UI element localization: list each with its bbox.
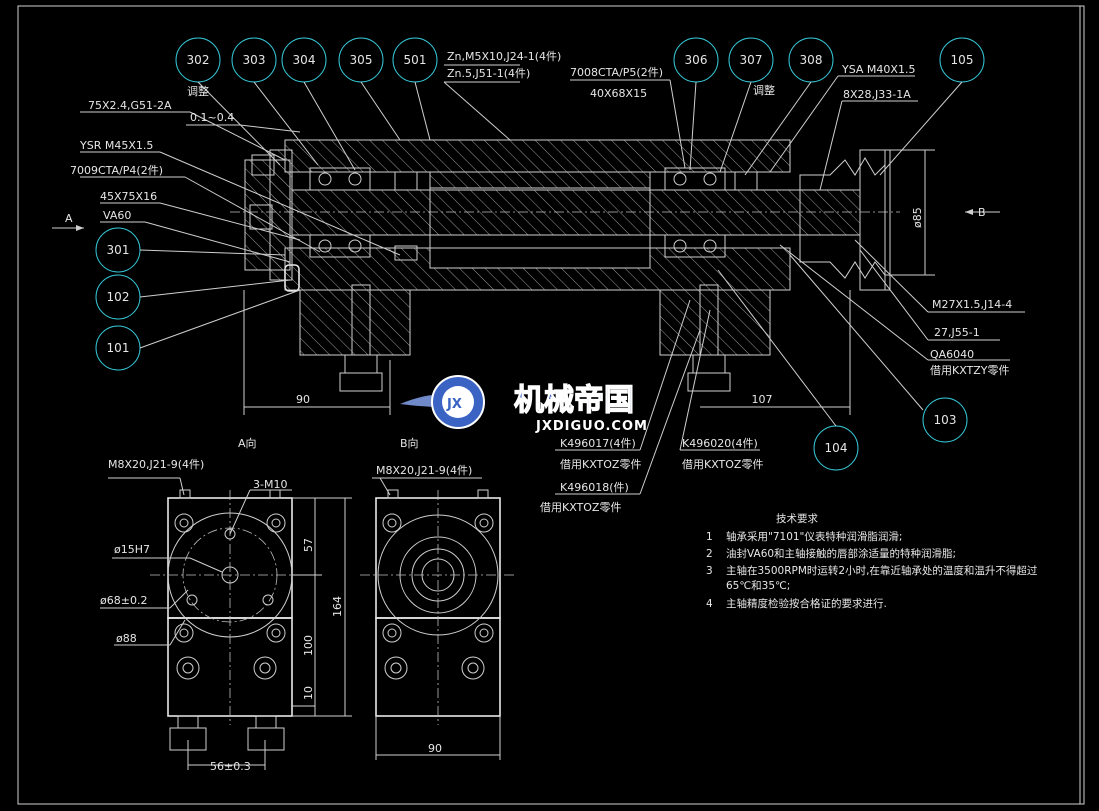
- callout-screw-line2: Zn.5,J51-1(4件): [447, 67, 530, 80]
- callout-screw-line1: Zn,M5X10,J24-1(4件): [447, 50, 561, 63]
- part-k496020-note: 借用KXTOZ零件: [682, 458, 763, 471]
- view-b-letter: B: [978, 206, 986, 219]
- watermark-logo: JX: [400, 375, 485, 429]
- callout-washer: 27,J55-1: [934, 326, 980, 339]
- dim-pulley-diameter: ø85: [911, 207, 924, 228]
- callout-part-qa6040: QA6040: [930, 348, 974, 361]
- callout-adjust-302: 调整: [187, 84, 209, 98]
- view-b-screw: M8X20,J21-9(4件): [376, 464, 472, 477]
- watermark-main: 机械帝国: [514, 383, 634, 418]
- balloon-501: 501: [404, 53, 427, 67]
- tech-text-2: 油封VA60和主轴接触的唇部涂适量的特种润滑脂;: [726, 547, 956, 560]
- balloon-104: 104: [825, 441, 848, 455]
- view-b-drawing: [360, 477, 515, 760]
- view-a-letter: A: [65, 212, 73, 225]
- callout-gap: 0.1~0.4: [190, 111, 234, 124]
- view-a-arrow: [52, 225, 84, 231]
- balloon-102: 102: [107, 290, 130, 304]
- leader-lines: [80, 64, 1025, 495]
- view-a-dim-57: 57: [302, 538, 315, 552]
- part-k496017: K496017(4件): [560, 437, 636, 450]
- balloon-301: 301: [107, 243, 130, 257]
- callout-nut: YSR M45X1.5: [79, 139, 153, 152]
- tech-num-4: 4: [706, 598, 713, 610]
- watermark-badge: JX: [446, 397, 462, 412]
- view-a-dim-100: 100: [302, 635, 315, 656]
- balloon-306: 306: [685, 53, 708, 67]
- view-a-d15: ø15H7: [114, 543, 150, 556]
- tech-text-3b: 65℃和35℃;: [726, 580, 790, 592]
- tech-text-4: 主轴精度检验按合格证的要求进行.: [726, 597, 887, 610]
- tech-num-2: 2: [706, 548, 713, 560]
- balloons-other: [95, 227, 968, 471]
- view-a-dim-56: 56±0.3: [210, 760, 251, 773]
- view-a-title: A向: [238, 436, 257, 450]
- callout-bearing-front: 7009CTA/P4(2件): [70, 164, 163, 177]
- dim-main-left: 90: [296, 393, 310, 406]
- callout-gasket: 75X2.4,G51-2A: [88, 99, 172, 112]
- view-b-dim-90: 90: [428, 742, 442, 755]
- balloon-105: 105: [951, 53, 974, 67]
- tech-text-3: 主轴在3500RPM时运转2小时,在靠近轴承处的温度和温升不得超过: [726, 564, 1038, 577]
- part-k496018: K496018(件): [560, 481, 629, 494]
- balloon-308: 308: [800, 53, 823, 67]
- balloon-307: 307: [740, 53, 763, 67]
- view-a-d88: ø88: [116, 632, 137, 645]
- spindle-section-view: [230, 139, 900, 392]
- part-k496017-note: 借用KXTOZ零件: [560, 458, 641, 471]
- dim-main-right: 107: [752, 393, 773, 406]
- view-a-d68: ø68±0.2: [100, 594, 147, 607]
- view-a-drawing: [100, 477, 352, 770]
- view-a-dim-164: 164: [331, 596, 344, 617]
- view-a-screw: M8X20,J21-9(4件): [108, 458, 204, 471]
- tech-num-1: 1: [706, 531, 713, 543]
- callout-bearing-rear-size: 40X68X15: [590, 87, 647, 100]
- balloon-303: 303: [243, 53, 266, 67]
- tech-text-1: 轴承采用"7101"仪表特种润滑脂润滑;: [726, 530, 902, 543]
- balloon-101: 101: [107, 341, 130, 355]
- callout-key: 8X28,J33-1A: [843, 88, 911, 101]
- callout-oil: VA60: [103, 209, 131, 222]
- view-a-holes: 3-M10: [253, 478, 287, 491]
- watermark-sub: JXDIGUO.COM: [535, 419, 648, 434]
- view-b-title: B向: [400, 436, 419, 450]
- part-k496018-note: 借用KXTOZ零件: [540, 501, 621, 514]
- tech-title: 技术要求: [776, 512, 818, 525]
- callout-seal: 45X75X16: [100, 190, 157, 203]
- drawing-frame: [17, 5, 1085, 805]
- callout-borrow: 借用KXTZY零件: [930, 364, 1010, 377]
- callout-nut-rear: YSA M40X1.5: [841, 63, 915, 76]
- main-dimensions: [243, 149, 935, 415]
- callout-bearing-rear: 7008CTA/P5(2件): [570, 66, 663, 79]
- callout-adjust-307: 调整: [753, 83, 775, 97]
- view-b-arrow: [965, 209, 1000, 215]
- balloon-305: 305: [350, 53, 373, 67]
- balloon-103: 103: [934, 413, 957, 427]
- part-k496020: K496020(4件): [682, 437, 758, 450]
- balloon-302: 302: [187, 53, 210, 67]
- callout-thread: M27X1.5,J14-4: [932, 298, 1012, 311]
- view-a-dim-10: 10: [302, 686, 315, 700]
- tech-num-3: 3: [706, 565, 713, 577]
- balloon-304: 304: [293, 53, 316, 67]
